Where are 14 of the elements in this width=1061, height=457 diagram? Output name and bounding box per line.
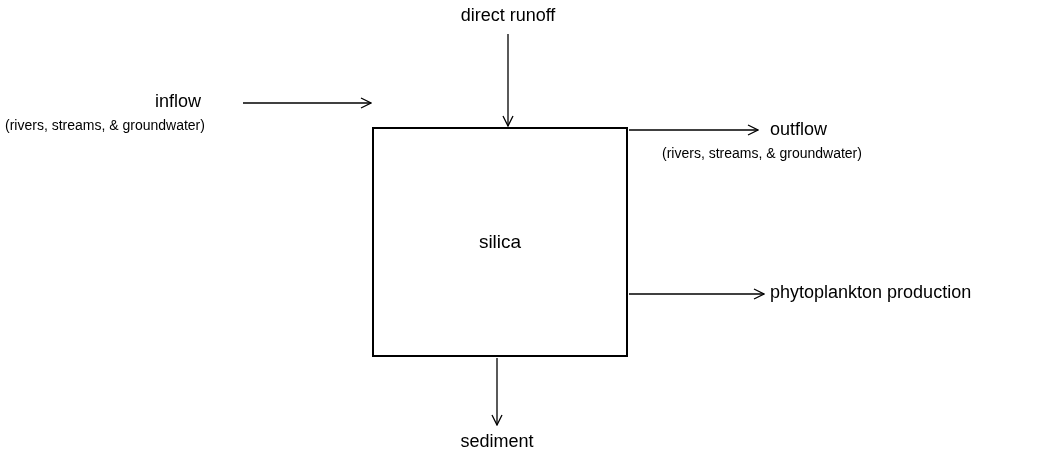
flow-label: inflow [155, 90, 202, 113]
arrow [502, 33, 514, 127]
process-box [372, 127, 628, 357]
flow-note: (rivers, streams, & groundwater) [662, 144, 862, 162]
box-label: silica [478, 230, 522, 254]
arrow [242, 97, 372, 109]
arrow [628, 288, 765, 300]
arrow [491, 357, 503, 426]
flow-label: phytoplankton production [770, 281, 972, 304]
arrow [628, 124, 759, 136]
flow-label: direct runoff [460, 4, 556, 27]
flow-label: sediment [460, 430, 534, 453]
flow-note: (rivers, streams, & groundwater) [5, 116, 205, 134]
flow-label: outflow [770, 118, 828, 141]
